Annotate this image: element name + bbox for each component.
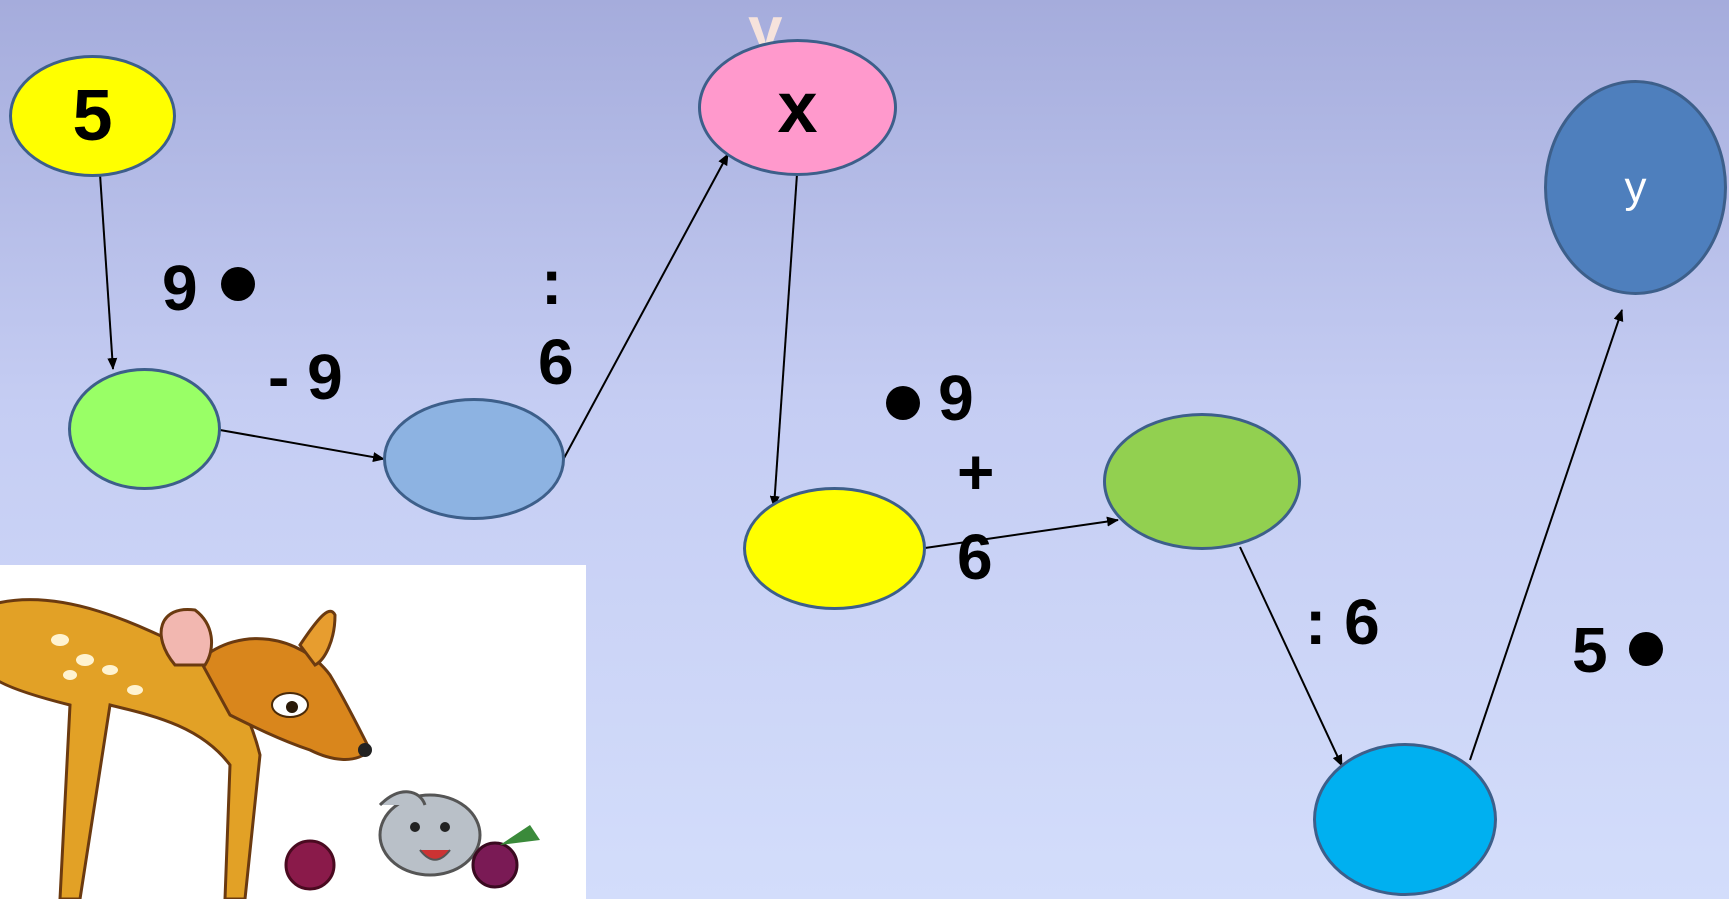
arrow-start-to-green [99,173,118,370]
x-node-label: x [777,67,818,148]
y-node: y [1544,80,1727,295]
arrow-blue-to-x [562,153,729,461]
start-node: 5 [9,55,176,177]
green-node [1103,413,1301,550]
op-multiply-5-value: 5 [1572,614,1608,686]
op-plus-6-symbol: + [957,436,995,508]
cyan-node [1313,743,1497,896]
arrow-yellow-to-green [924,516,1119,549]
op-minus-9: - 9 [268,341,343,413]
op-plus-6-value: 6 [957,521,993,593]
multiply-dot-icon [1629,632,1664,667]
blue-light-node [383,398,565,520]
multiply-dot-icon [221,267,256,302]
start-node-label: 5 [72,76,113,156]
arrow-x-to-yellow [769,173,798,508]
multiply-dot-icon [886,386,921,421]
x-node: x [698,39,897,176]
op-multiply-9-first [150,183,256,375]
op-multiply-5 [1558,548,1664,740]
op-multiply-9-first-value: 9 [162,252,198,324]
op-divide-6-first-symbol: : [541,246,563,318]
op-multiply-9-second-value: 9 [938,362,974,434]
op-divide-6-second: : 6 [1305,586,1380,658]
arrow-green-to-cyan [1239,546,1343,767]
arrow-cyan-to-y [1469,309,1624,761]
op-multiply-9-second: 9 [815,302,974,494]
arrow-green-to-blue [219,429,385,463]
y-node-label: y [1624,162,1647,212]
green-light-node [68,368,221,490]
cartoon-fawn-rabbit-image [0,565,586,899]
op-divide-6-first-value: 6 [538,326,574,398]
yellow-node [743,487,926,610]
